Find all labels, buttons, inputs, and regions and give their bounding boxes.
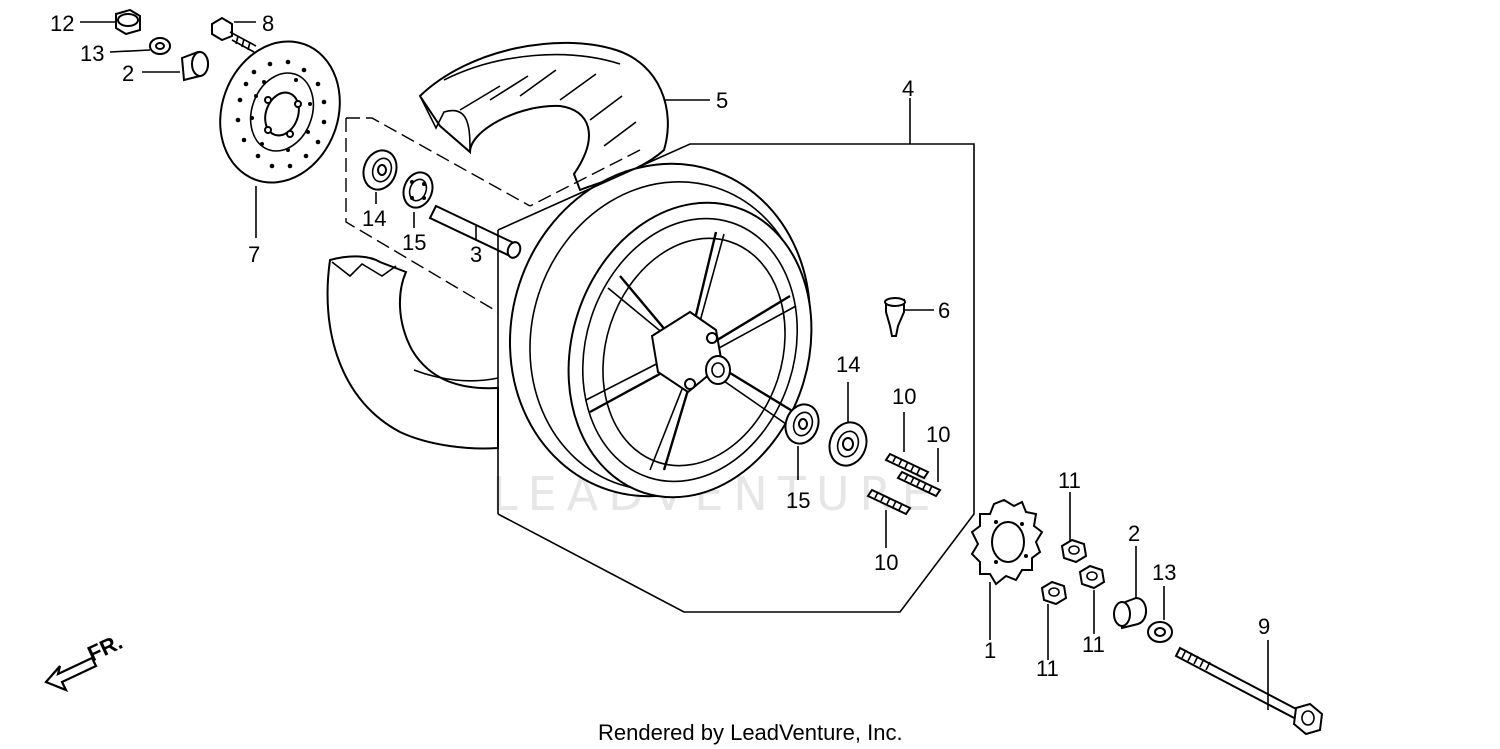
bearing-part-right[interactable] bbox=[780, 400, 824, 449]
valve-part[interactable] bbox=[884, 297, 906, 337]
flange-nut-part[interactable] bbox=[115, 8, 141, 36]
bearing-part-left[interactable] bbox=[358, 146, 402, 195]
callout-10-c: 10 bbox=[874, 550, 898, 575]
rendered-by-footer: Rendered by LeadVenture, Inc. bbox=[598, 720, 903, 745]
callout-6: 6 bbox=[938, 298, 950, 323]
cast-wheel-part[interactable] bbox=[467, 124, 852, 535]
callout-13: 13 bbox=[80, 41, 104, 66]
stud-part-a[interactable] bbox=[884, 452, 930, 480]
front-direction-arrow: FR. bbox=[44, 629, 126, 693]
washer-part-upper[interactable] bbox=[149, 37, 171, 55]
callout-13-right: 13 bbox=[1152, 560, 1176, 585]
callout-2-right: 2 bbox=[1128, 521, 1140, 546]
tube-part[interactable] bbox=[326, 255, 499, 450]
tire-part[interactable] bbox=[418, 41, 669, 192]
callout-5: 5 bbox=[716, 88, 728, 113]
callout-12: 12 bbox=[50, 11, 74, 36]
stud-part-b[interactable] bbox=[896, 470, 942, 498]
leader-lines bbox=[80, 21, 1269, 710]
callout-9: 9 bbox=[1258, 614, 1270, 639]
callout-11-b: 11 bbox=[1036, 656, 1059, 681]
stud-part-c[interactable] bbox=[866, 488, 912, 516]
sprocket-part[interactable] bbox=[970, 498, 1044, 586]
collar-part-lower[interactable] bbox=[1113, 596, 1147, 630]
callout-labels: 12 8 13 2 5 4 7 14 15 3 6 14 15 10 10 10… bbox=[50, 11, 1270, 681]
nut-part-c[interactable] bbox=[1040, 580, 1068, 606]
callout-10-b: 10 bbox=[926, 422, 950, 447]
callout-10-a: 10 bbox=[892, 384, 916, 409]
nut-part-b[interactable] bbox=[1078, 564, 1106, 590]
callout-14-right: 14 bbox=[836, 352, 860, 377]
wheel-assembly-outline bbox=[345, 98, 975, 613]
dust-seal-part-left[interactable] bbox=[399, 168, 438, 211]
callout-11-a: 11 bbox=[1058, 468, 1081, 493]
collar-part-upper[interactable] bbox=[180, 50, 209, 82]
brake-disc-part[interactable] bbox=[201, 25, 359, 200]
callout-8: 8 bbox=[262, 11, 274, 36]
callout-1: 1 bbox=[984, 638, 996, 663]
callout-14: 14 bbox=[362, 206, 386, 231]
callout-2: 2 bbox=[122, 61, 134, 86]
washer-part-lower[interactable] bbox=[1147, 621, 1173, 643]
callout-3: 3 bbox=[470, 242, 482, 267]
axle-distance-collar-part[interactable] bbox=[428, 204, 522, 260]
callout-4: 4 bbox=[902, 76, 914, 101]
callout-11-c: 11 bbox=[1082, 632, 1105, 657]
axle-bolt-part[interactable] bbox=[1174, 646, 1324, 736]
nut-part-a[interactable] bbox=[1060, 538, 1088, 564]
dust-seal-part-right[interactable] bbox=[824, 417, 873, 471]
callout-7: 7 bbox=[248, 242, 260, 267]
callout-15: 15 bbox=[402, 230, 426, 255]
callout-15-right: 15 bbox=[786, 488, 810, 513]
disc-bolt-part[interactable] bbox=[211, 16, 257, 53]
